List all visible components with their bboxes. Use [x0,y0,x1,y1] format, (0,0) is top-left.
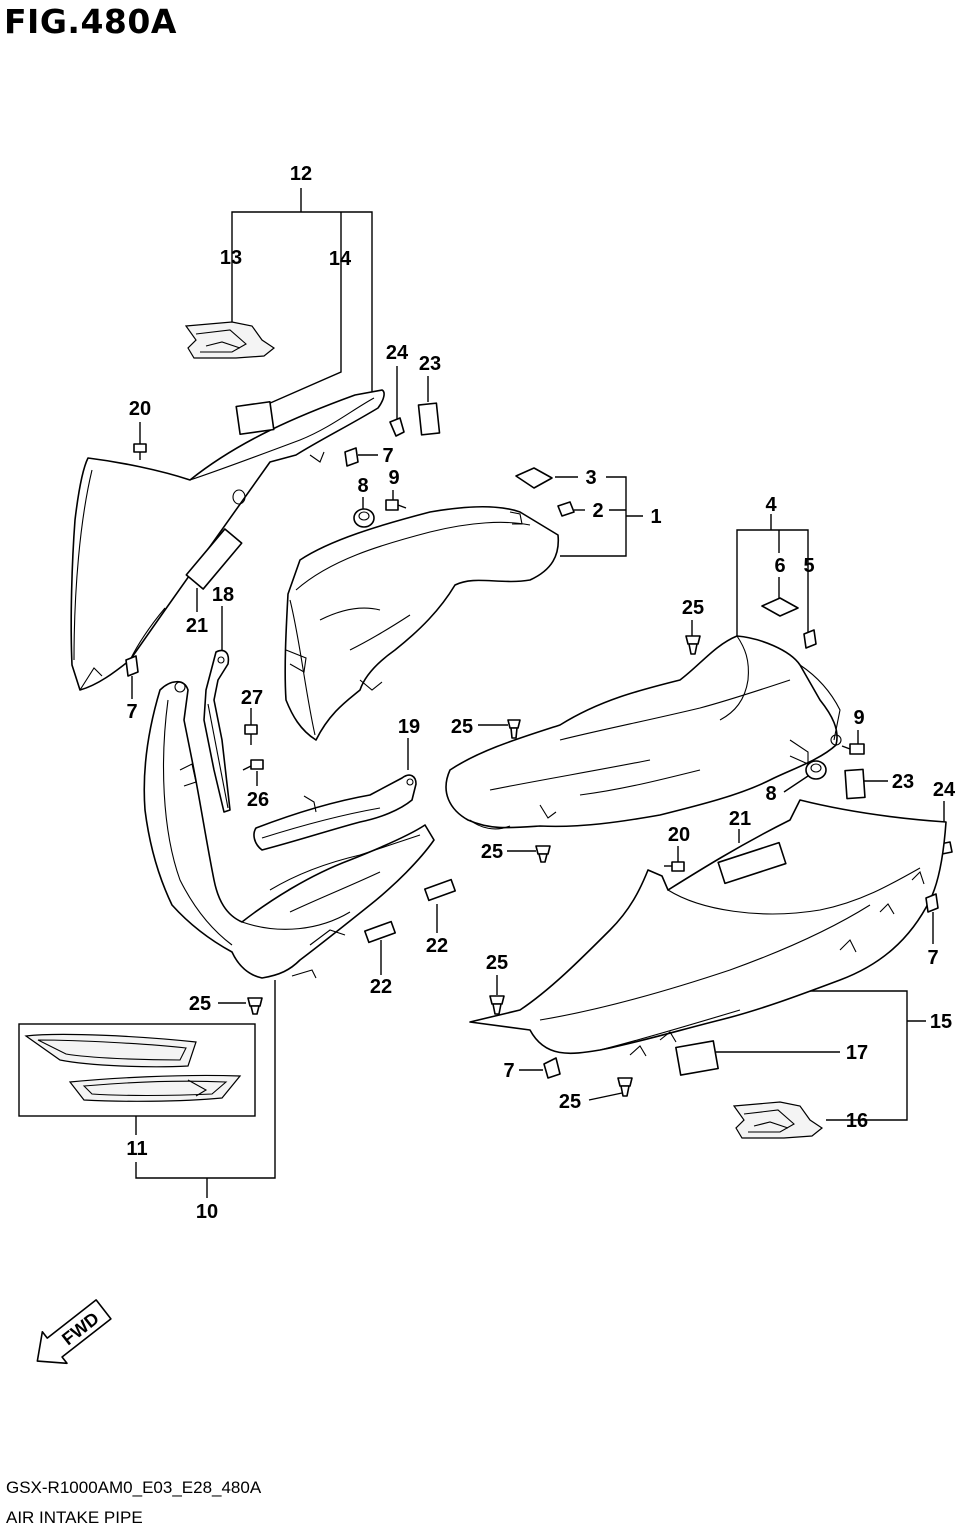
callout-21: 21 [729,808,751,830]
clip-icon [389,417,405,437]
gsxr-side-emblem-icon [24,1033,242,1102]
part-lower-right-cover [469,799,947,1057]
decal-17 [675,1040,719,1076]
gsxr-emblem-icon [732,1101,824,1139]
part-bracket-19 [253,774,417,851]
callout-18: 18 [212,584,234,606]
callout-7: 7 [503,1060,514,1082]
pad-23-upper [417,402,441,436]
callout-labels: 12 13 14 24 23 20 7 8 9 3 2 1 4 6 5 25 1… [126,163,956,1223]
callout-2: 2 [592,500,603,522]
part-right-intake-duct [445,635,842,830]
callout-15: 15 [930,1011,952,1033]
callout-23: 23 [892,771,914,793]
pad-6 [761,597,799,617]
screw-icon [664,861,685,872]
nut-icon [344,447,359,467]
grommet-icon [805,760,827,780]
callout-27: 27 [241,687,263,709]
callout-8: 8 [357,475,368,497]
callout-7: 7 [126,701,137,723]
clip-icon [489,995,633,1097]
callout-25: 25 [189,993,211,1015]
callout-7: 7 [382,445,393,467]
callout-24: 24 [386,342,409,364]
nut-icon [125,655,139,677]
screw-icon [133,443,147,460]
pad-5 [803,629,817,649]
bolt-icon [385,499,407,511]
nut-icon [925,893,939,913]
callout-9: 9 [388,467,399,489]
callout-22: 22 [370,976,392,998]
seal-22-a [423,878,457,902]
callout-16: 16 [846,1110,868,1132]
bolt-icon [841,743,865,755]
callout-14: 14 [329,248,352,270]
callout-25: 25 [682,597,704,619]
callout-23: 23 [419,353,441,375]
figure-title: FIG.480A [4,2,177,41]
callout-5: 5 [803,555,814,577]
callout-3: 3 [585,467,596,489]
callout-25: 25 [481,841,503,863]
leader-lines [18,188,945,1198]
decal-14 [235,400,275,436]
callout-26: 26 [247,789,269,811]
callout-11: 11 [126,1138,147,1160]
part-bracket-18 [203,649,231,813]
seal-21-left [185,528,243,590]
pad-2 [557,501,575,517]
grommet-icon [353,508,375,528]
model-code: GSX-R1000AM0_E03_E28_480A [6,1478,262,1497]
clip-icon [507,635,701,863]
callout-10: 10 [196,1201,218,1223]
callout-17: 17 [846,1042,868,1064]
callout-25: 25 [559,1091,581,1113]
figure-name: AIR INTAKE PIPE [6,1508,143,1527]
callout-13: 13 [220,247,242,269]
part-upper-left-cover [70,389,385,691]
seal-22-b [363,920,397,944]
callout-1: 1 [650,506,661,528]
fwd-arrow-icon: FWD [36,1299,112,1365]
pad-3 [515,467,553,489]
callout-7: 7 [927,947,938,969]
part-upper-intake-duct [284,505,560,741]
gsxr-emblem-icon [184,321,276,359]
callout-22: 22 [426,935,448,957]
callout-4: 4 [765,494,777,516]
callout-25: 25 [486,952,508,974]
callout-21: 21 [186,615,208,637]
nut-icon [543,1057,561,1079]
callout-8: 8 [765,783,776,805]
clip-icon [247,997,263,1015]
callout-20: 20 [129,398,151,420]
callout-20: 20 [668,824,690,846]
seal-21-right [717,841,787,885]
callout-19: 19 [398,716,420,738]
callout-25: 25 [451,716,473,738]
callout-24: 24 [933,779,956,801]
callout-6: 6 [774,555,785,577]
pad-23-right [844,768,866,800]
screw-icon [242,724,264,771]
part-lower-left-cover [143,680,435,979]
callout-9: 9 [853,707,864,729]
callout-12: 12 [290,163,312,185]
